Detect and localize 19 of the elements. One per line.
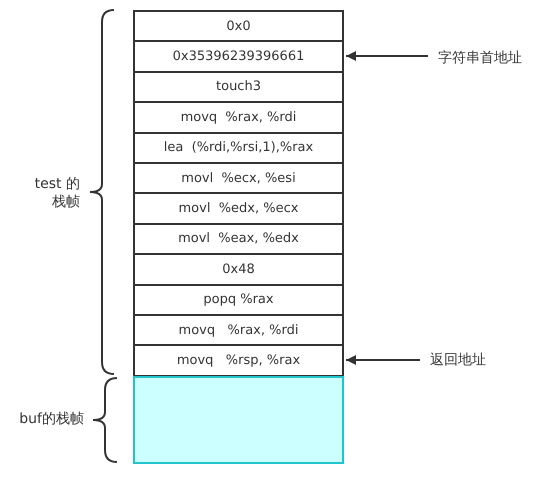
stack-cell: 0x0: [133, 10, 344, 42]
stack-cell: 0x35396239396661: [133, 40, 344, 73]
stack-cell: movl %ecx, %esi: [133, 162, 344, 194]
arrow: [346, 355, 420, 365]
stack-cell: movq %rsp, %rax: [133, 344, 344, 377]
annotation-text: 字符串首地址: [438, 49, 522, 67]
brace-label: test 的栈帧: [34, 175, 80, 211]
stack-cell: movl %edx, %ecx: [133, 192, 344, 225]
brace-label: buf的栈帧: [18, 410, 84, 428]
stack-cell: popq %rax: [133, 284, 344, 316]
stack-cell: movq %rax, %rdi: [133, 101, 344, 134]
annotation-text: 返回地址: [430, 351, 486, 369]
stack-cell: movq %rax, %rdi: [133, 314, 344, 346]
stack-cell: touch3: [133, 70, 344, 104]
stack-cell: movl %eax, %edx: [133, 222, 344, 256]
stack-cell: 0x48: [133, 253, 344, 286]
arrow: [346, 51, 428, 61]
stack-cell: lea (%rdi,%rsi,1),%rax: [133, 132, 344, 164]
buffer-area: [133, 376, 344, 464]
